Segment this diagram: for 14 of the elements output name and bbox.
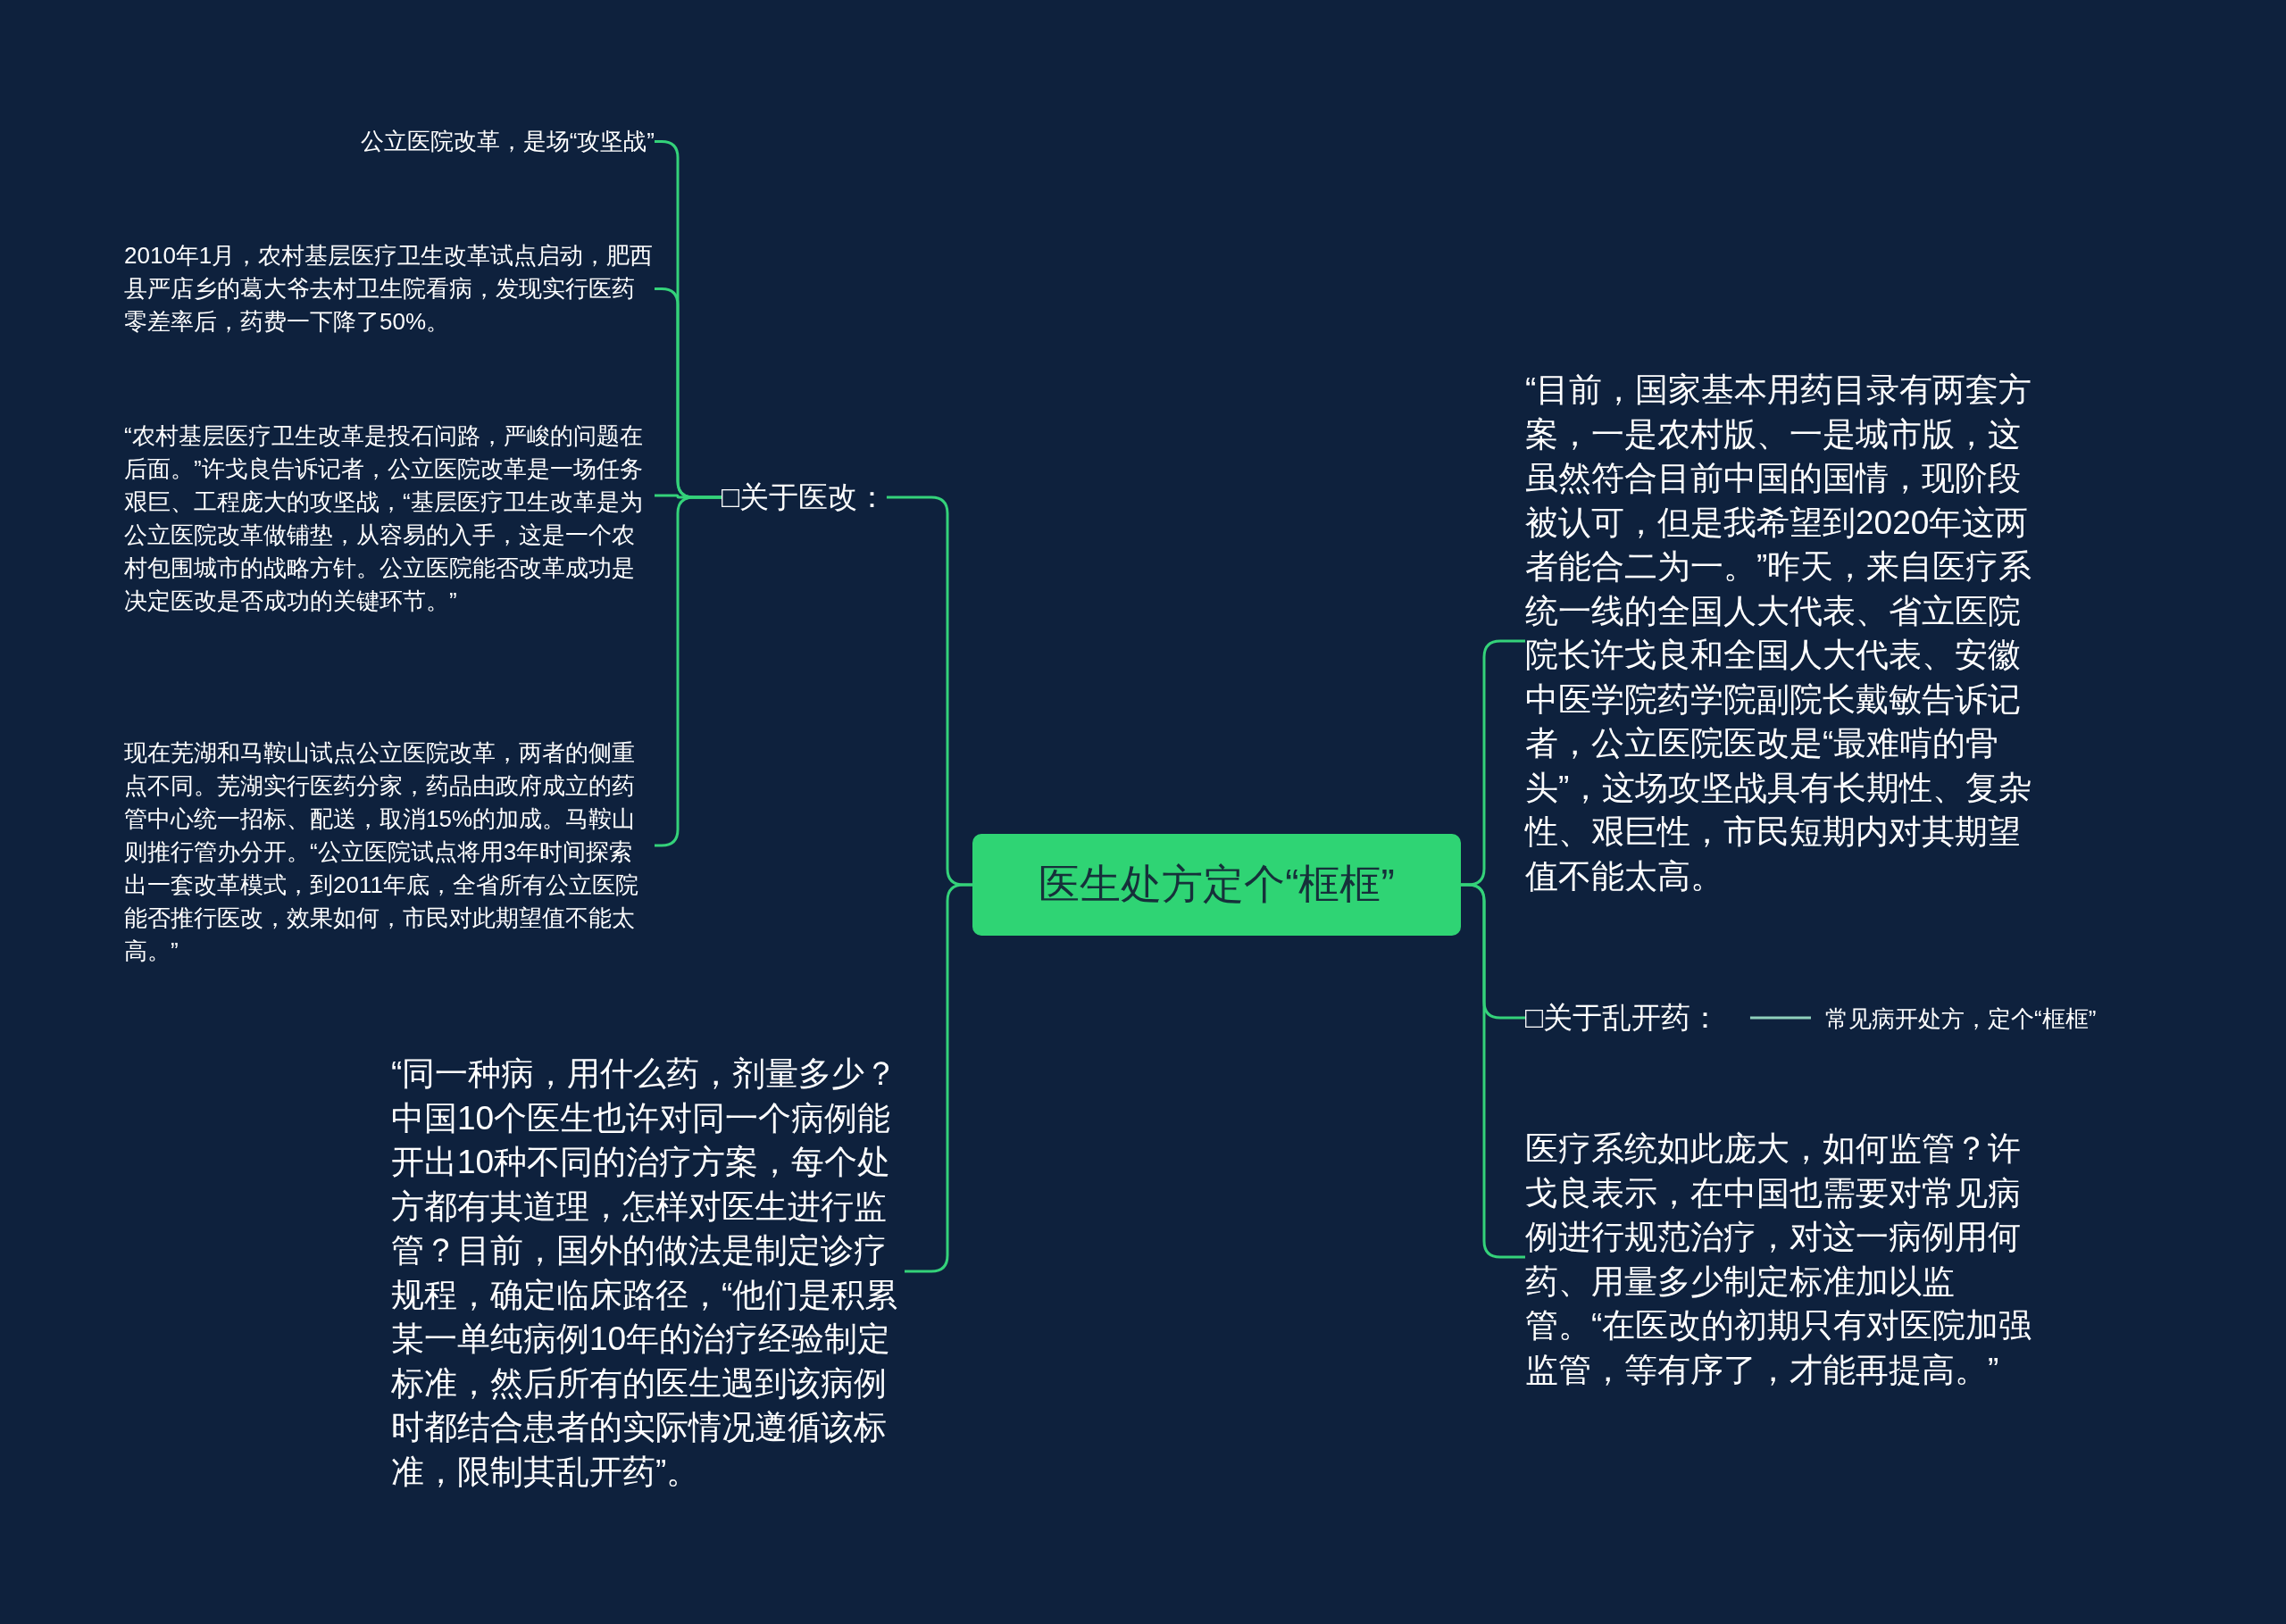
connector-line [1749, 1016, 1811, 1020]
subtopic-text: 常见病开处方，定个“框框” [1811, 1003, 2097, 1036]
subtopic-text: 公立医院改革，是场“攻坚战” [360, 125, 655, 158]
connector-line [905, 883, 972, 1273]
topic-text: 医疗系统如此庞大，如何监管？许戈良表示，在中国也需要对常见病例进行规范治疗，对这一病例用何药、用量多少制定标准加以监管。“在医改的初期只有对医院加强监管，等有序了，才能再提高。” [1525, 1127, 2048, 1392]
branch-heading: □关于医改： [722, 478, 887, 517]
topic-text: “目前，国家基本用药目录有两套方案，一是农村版、一是城市版，这虽然符合目前中国的国情，现阶段被认可，但是我希望到2020年这两者能合二为一。”昨天，来自医疗系统一线的全国人大代表、省立医院院长许戈良和全国人大代表、安徽中医学院药学院副院长戴敏告诉记者，公立医院医改是“最难啃的骨头”，这场攻坚战具有长期性、复杂性、艰巨性，市民短期内对其期望值不能太高。 [1525, 368, 2048, 898]
topic-text: “同一种病，用什么药，剂量多少？中国10个医生也许对同一个病例能开出10种不同的治疗方案，每个处方都有其道理，怎样对医生进行监管？目前，国外的做法是制定诊疗规程，确定临床路径，“他们是积累某一单纯病例10年的治疗经验制定标准，然后所有的医生遇到该病例时都结合患者的实际情况遵循该标准，限制其乱开药”。 [391, 1052, 905, 1494]
branch-heading: □关于乱开药： [1525, 998, 1750, 1037]
central-topic-box: 医生处方定个“框框” [972, 834, 1461, 936]
subtopic-text: 现在芜湖和马鞍山试点公立医院改革，两者的侧重点不同。芜湖实行医药分家，药品由政府成立的药管中心统一招标、配送，取消15%的加成。马鞍山则推行管办分开。“公立医院试点将用3年时间探索出一套改革模式，到2011年底，全省所有公立医院能否推行医改，效果如何，市民对此期望值不能太高。” [124, 737, 655, 968]
subtopic-text: “农村基层医疗卫生改革是投石问路，严峻的问题在后面。”许戈良告诉记者，公立医院改革是一场任务艰巨、工程庞大的攻坚战，“基层医疗卫生改革是为公立医院改革做铺垫，从容易的入手，这是一个农村包围城市的战略方针。公立医院能否改革成功是决定医改是否成功的关键环节。” [124, 420, 655, 618]
subtopic-text: 2010年1月，农村基层医疗卫生改革试点启动，肥西县严店乡的葛大爷去村卫生院看病，发现实行医药零差率后，药费一下降了50%。 [124, 239, 655, 338]
connector-line [1461, 883, 1525, 1259]
